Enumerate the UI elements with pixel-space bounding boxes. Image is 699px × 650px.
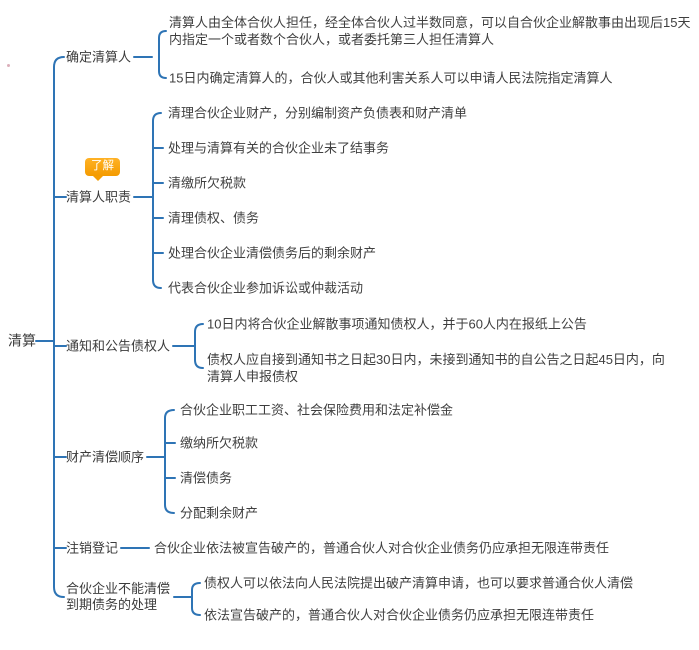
leaf-node[interactable]: 15日内确定清算人的，合伙人或其他利害关系人可以申请人民法院指定清算人 [169,70,613,86]
branch-determine-liquidator[interactable]: 确定清算人 [66,49,132,65]
b3-bracket [194,323,204,369]
leaf-node[interactable]: 清理债权、债务 [168,210,260,226]
leaf-node[interactable]: 清算人由全体合伙人担任，经全体合伙人过半数同意，可以自合伙企业解散事由出现后15… [169,15,691,47]
branch-unable-to-repay[interactable]: 合伙企业不能清偿 到期债务的处理 [66,581,171,612]
branch-notify-creditors[interactable]: 通知和公告债权人 [66,338,171,354]
badge-label: 了解 [91,160,114,172]
b1-bracket [158,30,167,79]
leaf-node[interactable]: 清偿债务 [180,470,233,486]
leaf-node[interactable]: 债权人可以依法向人民法院提出破产清算申请，也可以要求普通合伙人清偿 [204,575,634,591]
b2-bracket [152,112,162,289]
b4-bracket [164,409,175,514]
leaf-node[interactable]: 合伙企业职工工资、社会保险费用和法定补偿金 [180,402,454,418]
branch-deregistration[interactable]: 注销登记 [66,540,119,556]
branch-liquidator-duties[interactable]: 清算人职责 [66,189,132,205]
root-topic[interactable]: 清算 [8,332,36,349]
leaf-node[interactable]: 清缴所欠税款 [168,175,247,191]
badge-liaojie[interactable]: 了解 [85,158,120,181]
leaf-node[interactable]: 依法宣告破产的，普通合伙人对合伙企业债务仍应承担无限连带责任 [204,607,595,623]
leaf-node[interactable]: 代表合伙企业参加诉讼或仲裁活动 [168,280,364,296]
leaf-node[interactable]: 清理合伙企业财产，分别编制资产负债表和财产清单 [168,105,468,121]
trunk-line [53,56,65,598]
leaf-node[interactable]: 处理与清算有关的合伙企业未了结事务 [168,140,390,156]
leaf-node[interactable]: 分配剩余财产 [180,505,259,521]
leaf-node[interactable]: 处理合伙企业清偿债务后的剩余财产 [168,245,377,261]
badge-tail-icon [93,176,103,181]
stray-mark-dot [7,64,10,67]
leaf-node[interactable]: 合伙企业依法被宣告破产的，普通合伙人对合伙企业债务仍应承担无限连带责任 [154,540,610,556]
leaf-node[interactable]: 缴纳所欠税款 [180,435,259,451]
leaf-node[interactable]: 10日内将合伙企业解散事项通知债权人，并于60人内在报纸上公告 [207,316,587,332]
leaf-node[interactable]: 债权人应自接到通知书之日起30日内，未接到通知书的自公告之日起45日内，向 清算… [207,352,665,384]
b6-bracket [191,582,201,616]
branch-repayment-order[interactable]: 财产清偿顺序 [66,449,145,465]
